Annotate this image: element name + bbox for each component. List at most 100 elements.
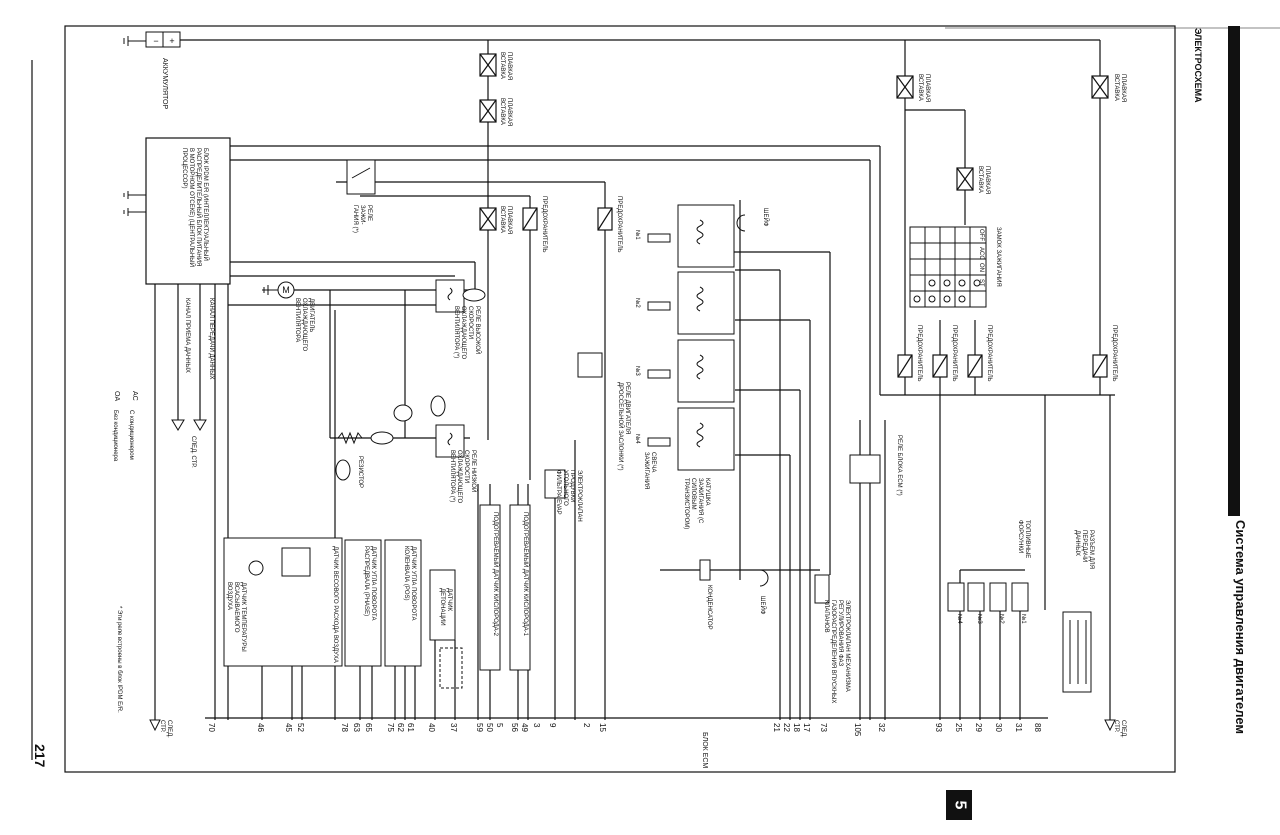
preventer-label-2: ПРЕДОХРАНИТЕЛЬ bbox=[616, 196, 622, 253]
fan-relay-high bbox=[435, 279, 465, 313]
footnote: * Эти реле встроены в блок IPDM E/R. bbox=[116, 606, 122, 713]
throttle-relay-label: РЕЛЕ ДВИГАТЕЛЯ ДРОССЕЛЬНОЙ ЗАСЛОНКИ (*) bbox=[617, 382, 630, 471]
data-tx-arrow bbox=[193, 419, 207, 431]
switch-pos-acc: ACC bbox=[978, 247, 984, 260]
injector-1-label: №1 bbox=[1020, 614, 1026, 624]
shield-label-top: ШЕЙФ bbox=[762, 208, 768, 227]
ecm-pin: 2 bbox=[582, 723, 591, 728]
data-tx-label: КАНАЛ ПЕРЕДАЧИ ДАННЫХ bbox=[208, 298, 214, 380]
cyl-1-label: №1 bbox=[634, 230, 640, 240]
diag-connector-label: РАЗЪЕМ ДЛЯ ПЕРЕДАЧИ ДАННЫХ bbox=[1074, 530, 1094, 569]
preventer-label-6: ПРЕДОХРАНИТЕЛЬ bbox=[1111, 325, 1117, 382]
ecm-pin: 22 bbox=[782, 723, 791, 732]
fuse-label-1: ПЛАВКАЯ ВСТАВКА bbox=[499, 52, 512, 81]
o2-sensor-1-label: ПОДОГРЕВАЕМЫЙ ДАТЧИК КИСЛОРОДА-1 bbox=[522, 512, 528, 637]
coil-2 bbox=[677, 271, 735, 335]
fan-relay-high-label: РЕЛЕ ВЫСОКОЙ СКОРОСТИ ОХЛАЖДАЮЩЕГО ВЕНТИ… bbox=[453, 306, 480, 360]
ecm-pin: 49 bbox=[520, 723, 529, 732]
fan-motor-label: ДВИГАТЕЛЬ ОХЛАЖДАЮЩЕГО ВЕНТИЛЯТОРА bbox=[294, 298, 314, 352]
preventer-6 bbox=[1092, 354, 1108, 378]
o2-sensor-2-label: ПОДОГРЕВАЕМЫЙ ДАТЧИК КИСЛОРОДА-2 bbox=[492, 512, 498, 637]
next-page-arrow-left bbox=[149, 719, 161, 732]
ecm-pin: 46 bbox=[256, 723, 265, 732]
section-title: ЭЛЕКТРОСХЕМА bbox=[1193, 28, 1203, 103]
knock-sensor-box bbox=[429, 569, 456, 641]
maf-sensor-label: ДАТЧИК ВЕСОВОГО РАСХОДА ВОЗДУХА bbox=[332, 546, 338, 663]
ecm-pin: 29 bbox=[974, 723, 983, 732]
cyl-4-label: №4 bbox=[634, 434, 640, 444]
battery-plus: + bbox=[169, 36, 174, 46]
ecm-pin: 78 bbox=[340, 723, 349, 732]
fan-relay-low-label: РЕЛЕ НИЗКОЙ СКОРОСТИ ОХЛАЖДАЮЩЕГО ВЕНТИЛ… bbox=[449, 450, 476, 504]
throttle-relay bbox=[577, 352, 603, 378]
preventer-5 bbox=[967, 354, 983, 378]
chapter-tab: 5 bbox=[946, 790, 972, 820]
ecm-pin: 18 bbox=[792, 723, 801, 732]
crank-sensor-box bbox=[384, 539, 422, 667]
ecm-pin: 21 bbox=[772, 723, 781, 732]
spark-plug-label: СВЕЧА ЗАЖИГАНИЯ bbox=[643, 452, 656, 490]
condenser-symbol bbox=[699, 559, 711, 581]
page-number: 217 bbox=[32, 744, 48, 768]
preventer-1 bbox=[522, 207, 538, 231]
injector-2 bbox=[989, 582, 1007, 612]
iat-sensor-label: ДАТЧИК ТЕМПЕРАТУРЫ ВСАСЫВАЕМОГО ВОЗДУХА bbox=[226, 582, 246, 652]
next-page-label-top: СЛЕД. СТР. bbox=[190, 436, 196, 468]
diag-connector-box bbox=[1062, 611, 1092, 693]
vtc-valve-box bbox=[814, 574, 830, 604]
switch-pos-on: ON bbox=[978, 263, 984, 272]
fuse-label-4: ПЛАВКАЯ ВСТАВКА bbox=[917, 74, 930, 103]
vtc-valve-label: ЭЛЕКТРОКЛАПАН МЕХАНИЗМА РЕГУЛИРОВАНИЯ ФА… bbox=[823, 600, 850, 704]
cyl-2-label: №2 bbox=[634, 298, 640, 308]
next-page-label-right: СЛЕД. СТР. bbox=[1113, 720, 1126, 738]
coil-1 bbox=[677, 204, 735, 268]
o2-sensor-1-box bbox=[509, 504, 531, 671]
header-bar bbox=[1228, 26, 1240, 516]
battery-symbol bbox=[123, 31, 181, 48]
next-page-arrow-right bbox=[1104, 719, 1116, 732]
injector-4 bbox=[947, 582, 965, 612]
ecm-pin: 63 bbox=[352, 723, 361, 732]
injector-4-label: №4 bbox=[956, 614, 962, 624]
ecm-pin: 61 bbox=[406, 723, 415, 732]
ecm-pin: 105 bbox=[853, 723, 862, 737]
ecm-pin: 3 bbox=[532, 723, 541, 728]
ecm-relay-label: РЕЛЕ БЛОКА ECM (*) bbox=[896, 435, 902, 496]
fuse-1 bbox=[479, 53, 497, 77]
resistor-label: РЕЗИСТОР bbox=[357, 456, 363, 489]
ecm-pin: 88 bbox=[1033, 723, 1042, 732]
knock-sensor-label: ДАТЧИК ДЕТОНАЦИИ bbox=[439, 588, 452, 626]
fuse-5 bbox=[1091, 75, 1109, 99]
injector-3 bbox=[967, 582, 985, 612]
o2-sensor-2-box bbox=[479, 504, 501, 671]
shield-symbol-top bbox=[736, 214, 746, 232]
preventer-2 bbox=[597, 207, 613, 231]
preventer-label-5: ПРЕДОХРАНИТЕЛЬ bbox=[986, 325, 992, 382]
ecm-pin: 59 bbox=[475, 723, 484, 732]
ecm-pin: 45 bbox=[284, 723, 293, 732]
ecm-pin: 93 bbox=[934, 723, 943, 732]
cyl-3-label: №3 bbox=[634, 366, 640, 376]
ecm-pin: 32 bbox=[877, 723, 886, 732]
data-rx-label: КАНАЛ ПРИЕМА ДАННЫХ bbox=[184, 298, 190, 373]
ignition-coil-label: КАТУШКА ЗАЖИГАНИЯ (С СИЛОВЫМ ТРАНЗИСТОРО… bbox=[683, 478, 710, 530]
ecm-block-label: БЛОК ECM bbox=[701, 732, 708, 769]
ignition-switch-label: ЗАМОК ЗАЖИГАНИЯ bbox=[995, 227, 1001, 287]
fuse-4 bbox=[896, 75, 914, 99]
fuse-label-2: ПЛАВКАЯ ВСТАВКА bbox=[499, 98, 512, 127]
ignition-relay-label: РЕЛЕ ЗАЖИ- ГАНИЯ (*) bbox=[352, 205, 372, 233]
injector-3-label: №3 bbox=[976, 614, 982, 624]
ecm-pin: 70 bbox=[207, 723, 216, 732]
ecm-pin: 65 bbox=[364, 723, 373, 732]
switch-pos-st: ST bbox=[978, 279, 984, 287]
fan-motor bbox=[262, 281, 295, 299]
cam-sensor-box bbox=[344, 539, 382, 667]
ecm-pin: 50 bbox=[485, 723, 494, 732]
shield-symbol-bottom bbox=[759, 569, 769, 587]
preventer-label-4: ПРЕДОХРАНИТЕЛЬ bbox=[951, 325, 957, 382]
cam-sensor-label: ДАТЧИК УГЛА ПОВОРОТА РАСПРЕДВАЛА (PHASE) bbox=[363, 546, 376, 621]
ecm-pin: 73 bbox=[819, 723, 828, 732]
ipdm-label: БЛОК IPDM E/R (ИНТЕЛЛЕКТУАЛЬНЫЙ РАСПРЕДЕ… bbox=[181, 148, 208, 267]
injectors-label: ТОПЛИВНЫЕ ФОРСУНКИ bbox=[1017, 520, 1030, 559]
